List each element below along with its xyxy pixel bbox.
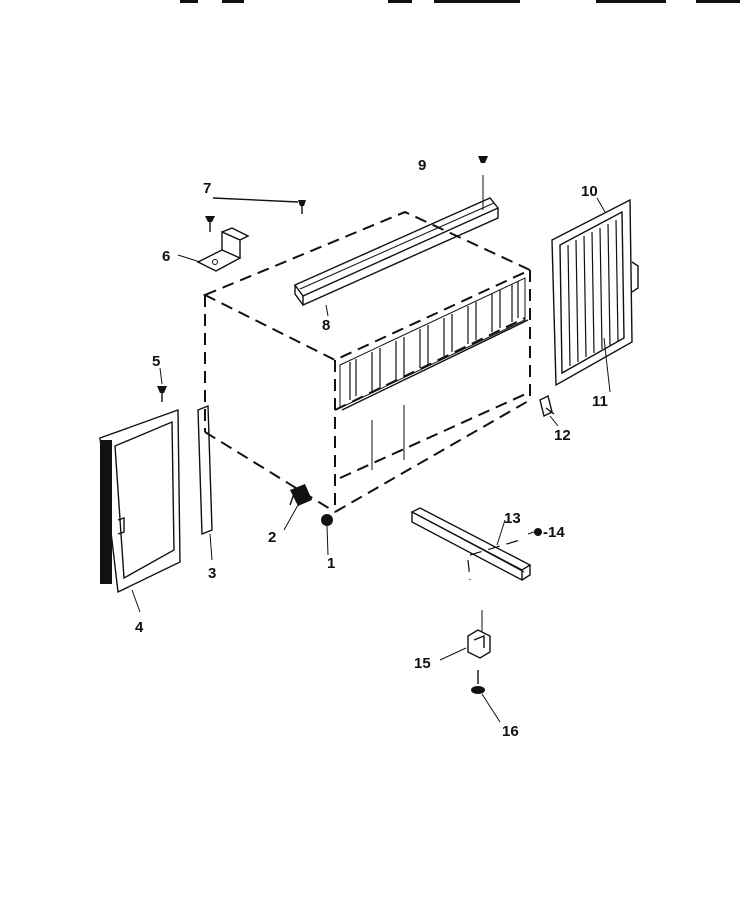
part-3-strip bbox=[197, 404, 213, 561]
callout-5: 5 bbox=[152, 353, 160, 370]
callout-8: 8 bbox=[322, 317, 330, 334]
part-7-screws bbox=[205, 197, 306, 232]
callout-11: 11 bbox=[592, 393, 608, 410]
callout-15: 15 bbox=[414, 655, 431, 672]
part-15-clip bbox=[439, 610, 491, 661]
callout-10: 10 bbox=[581, 183, 598, 200]
part-13-rail bbox=[410, 507, 532, 582]
callout-4: 4 bbox=[135, 619, 144, 636]
part-1-screw bbox=[321, 514, 333, 556]
part-10-filter-frame bbox=[551, 197, 639, 393]
callout-16: 16 bbox=[502, 723, 519, 740]
callout-12: 12 bbox=[554, 427, 571, 444]
callout-labels: 1 2 3 4 5 6 7 8 9 10 11 12 13 -14 15 16 bbox=[135, 157, 608, 740]
part-5-screw bbox=[157, 367, 167, 402]
callout-14: -14 bbox=[543, 524, 565, 541]
part-12-clip bbox=[539, 394, 559, 427]
callout-13: 13 bbox=[504, 510, 521, 527]
part-4-side-panel bbox=[99, 409, 181, 613]
part-9-top-rail bbox=[293, 156, 500, 307]
callout-3: 3 bbox=[208, 565, 216, 582]
part-8-leader bbox=[325, 304, 329, 317]
callout-2: 2 bbox=[268, 529, 276, 546]
callout-1: 1 bbox=[327, 555, 335, 572]
cabinet-outline bbox=[202, 210, 533, 513]
part-14-screw bbox=[527, 528, 542, 536]
part-6-bracket bbox=[177, 227, 250, 272]
cabinet-louvers bbox=[339, 277, 529, 470]
part-2-bracket bbox=[283, 484, 312, 531]
callout-9: 9 bbox=[418, 157, 426, 174]
part-16-screw bbox=[471, 670, 501, 723]
callout-6: 6 bbox=[162, 248, 170, 265]
callout-7: 7 bbox=[203, 180, 211, 197]
header-fragments bbox=[180, 0, 740, 3]
